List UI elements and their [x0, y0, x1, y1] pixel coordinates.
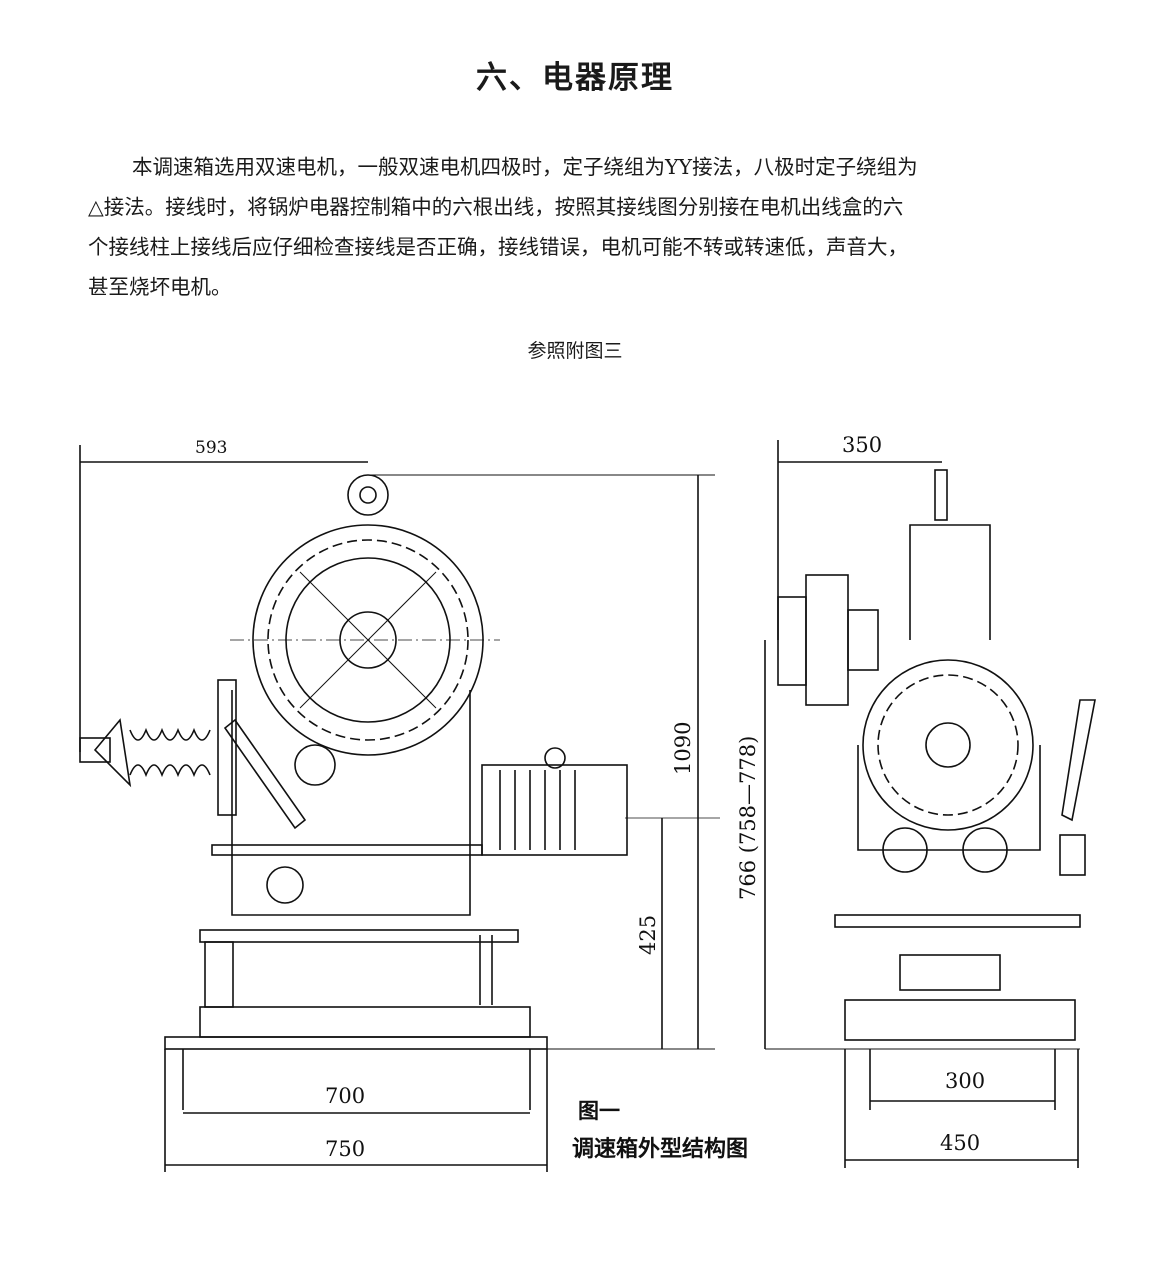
dim-450: 450: [940, 1131, 980, 1155]
dim-750: 750: [325, 1137, 365, 1161]
paragraph-line: 本调速箱选用双速电机，一般双速电机四极时，定子绕组为YY接法，八极时定子绕组为: [132, 155, 918, 179]
side-view: 350 766 (758—778) 300 450: [736, 433, 1096, 1168]
figure-label: 图一: [578, 1099, 620, 1123]
dim-350: 350: [842, 433, 882, 457]
dim-425: 425: [636, 915, 660, 955]
paragraph-line: 甚至烧坏电机。: [88, 275, 232, 299]
technical-drawing: 593 700 750: [79, 433, 1096, 1172]
figure-reference: 参照附图三: [527, 340, 623, 362]
front-view: 593 700 750: [79, 438, 720, 1172]
dim-1090: 1090: [671, 722, 695, 775]
dim-593: 593: [195, 438, 227, 458]
paragraph-line: 个接线柱上接线后应仔细检查接线是否正确，接线错误，电机可能不转或转速低，声音大，: [88, 235, 908, 259]
section-title: 六、电器原理: [476, 60, 674, 96]
paragraph-line: △接法。接线时，将锅炉电器控制箱中的六根出线，按照其接线图分别接在电机出线盒的六: [88, 195, 904, 219]
figure-caption: 调速箱外型结构图: [572, 1136, 748, 1162]
dim-700: 700: [325, 1084, 365, 1108]
dim-766: 766 (758—778): [736, 736, 760, 900]
body-paragraph: 本调速箱选用双速电机，一般双速电机四极时，定子绕组为YY接法，八极时定子绕组为 …: [88, 147, 1068, 307]
dim-300: 300: [945, 1069, 985, 1093]
